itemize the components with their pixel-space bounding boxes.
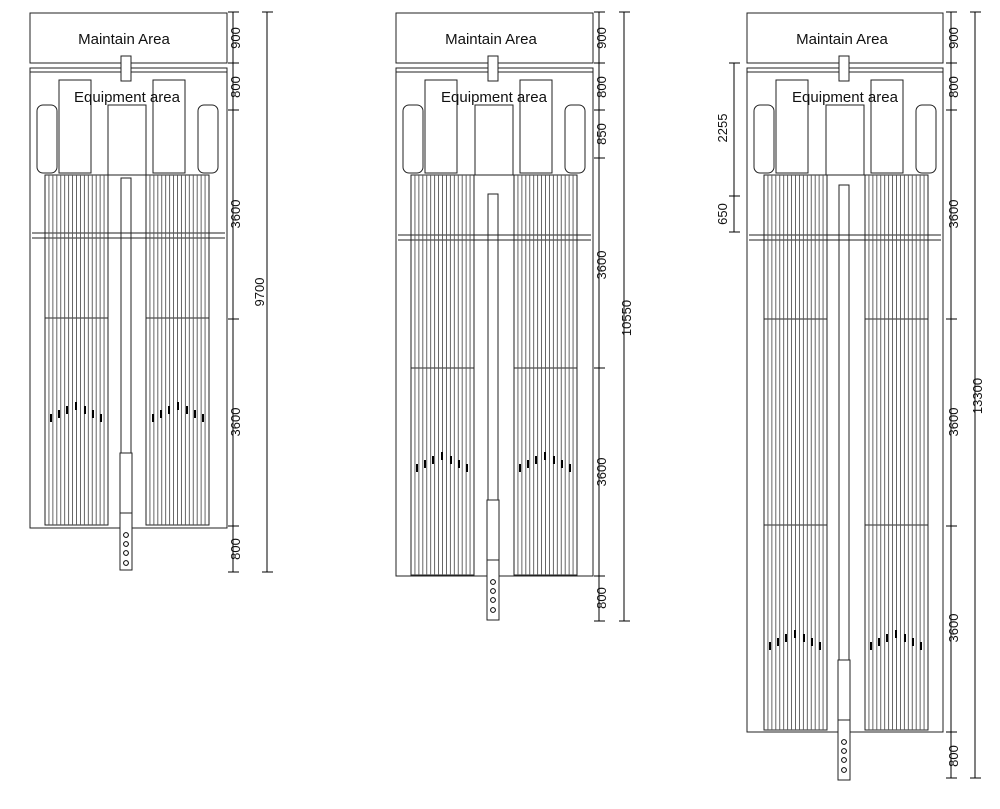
unit-circle [123,532,129,538]
unit-circle [123,560,129,566]
dim-bottom-right: 800 [946,745,961,767]
dim-maintain-middle: 900 [594,27,609,49]
dim-module1-right: 3600 [946,200,961,229]
dim-extra-middle: 850 [594,123,609,145]
lift-bottom-unit [486,559,500,621]
lift-bottom-unit [837,719,851,781]
unit-circle [841,767,847,773]
dim-module1-middle: 3600 [594,251,609,280]
dim-module1-left: 3600 [228,200,243,229]
equipment-area-label: Equipment area [441,89,548,106]
equipment-area-label: Equipment area [74,89,181,106]
dim-side-upper-right: 2255 [715,114,730,143]
dim-total-middle: 10550 [619,300,634,336]
unit-circle [123,541,129,547]
dim-equip-right: 800 [946,76,961,98]
maintain-area-box [395,12,594,64]
unit-circle [841,757,847,763]
dim-side-lower-right: 650 [715,203,730,225]
dim-total-right: 13300 [970,378,985,414]
lift-mast-top [838,55,850,82]
unit-circle [490,607,496,613]
dim-equip-middle: 800 [594,76,609,98]
dim-module2-left: 3600 [228,408,243,437]
drawing-right: Maintain Area Equipment area [746,12,944,781]
dim-bottom-middle: 800 [594,587,609,609]
unit-circle [490,579,496,585]
dim-equip-left: 800 [228,76,243,98]
unit-circle [490,597,496,603]
maintain-area-box [746,12,944,64]
dim-maintain-right: 900 [946,27,961,49]
dim-bottom-left: 800 [228,538,243,560]
unit-circle [123,550,129,556]
maintain-area-label: Maintain Area [445,31,537,48]
maintain-area-box [29,12,228,64]
drawing-left: Maintain Area Equipment area [29,12,228,571]
dim-maintain-left: 900 [228,27,243,49]
maintain-area-label: Maintain Area [78,31,170,48]
lift-mast-top [120,55,132,82]
maintain-area-label: Maintain Area [796,31,888,48]
drawing-middle: Maintain Area Equipment area [395,12,594,621]
unit-circle [841,748,847,754]
dim-module3-right: 3600 [946,614,961,643]
unit-circle [841,739,847,745]
dim-total-left: 9700 [252,278,267,307]
equipment-area-label: Equipment area [792,89,899,106]
lift-mast-top [487,55,499,82]
dim-module2-right: 3600 [946,408,961,437]
unit-circle [490,588,496,594]
dimension-labels: 900 800 3600 3600 800 9700 900 800 850 3… [228,27,985,767]
dim-module2-middle: 3600 [594,458,609,487]
